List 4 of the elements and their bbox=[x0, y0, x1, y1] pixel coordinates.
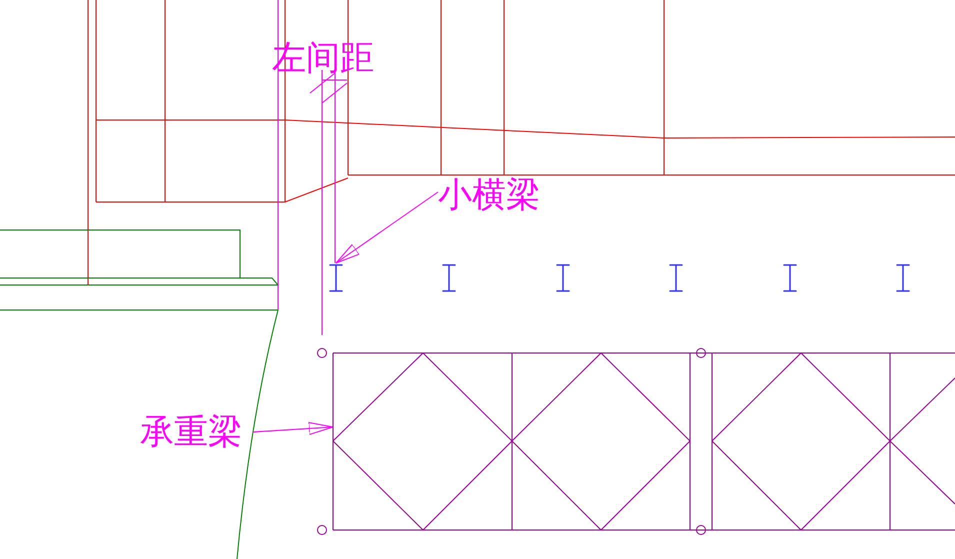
leader-line bbox=[336, 192, 438, 264]
callout-label: 承重梁 bbox=[140, 412, 242, 452]
leader-line bbox=[252, 422, 334, 435]
callout-label: 小横梁 bbox=[438, 175, 540, 215]
